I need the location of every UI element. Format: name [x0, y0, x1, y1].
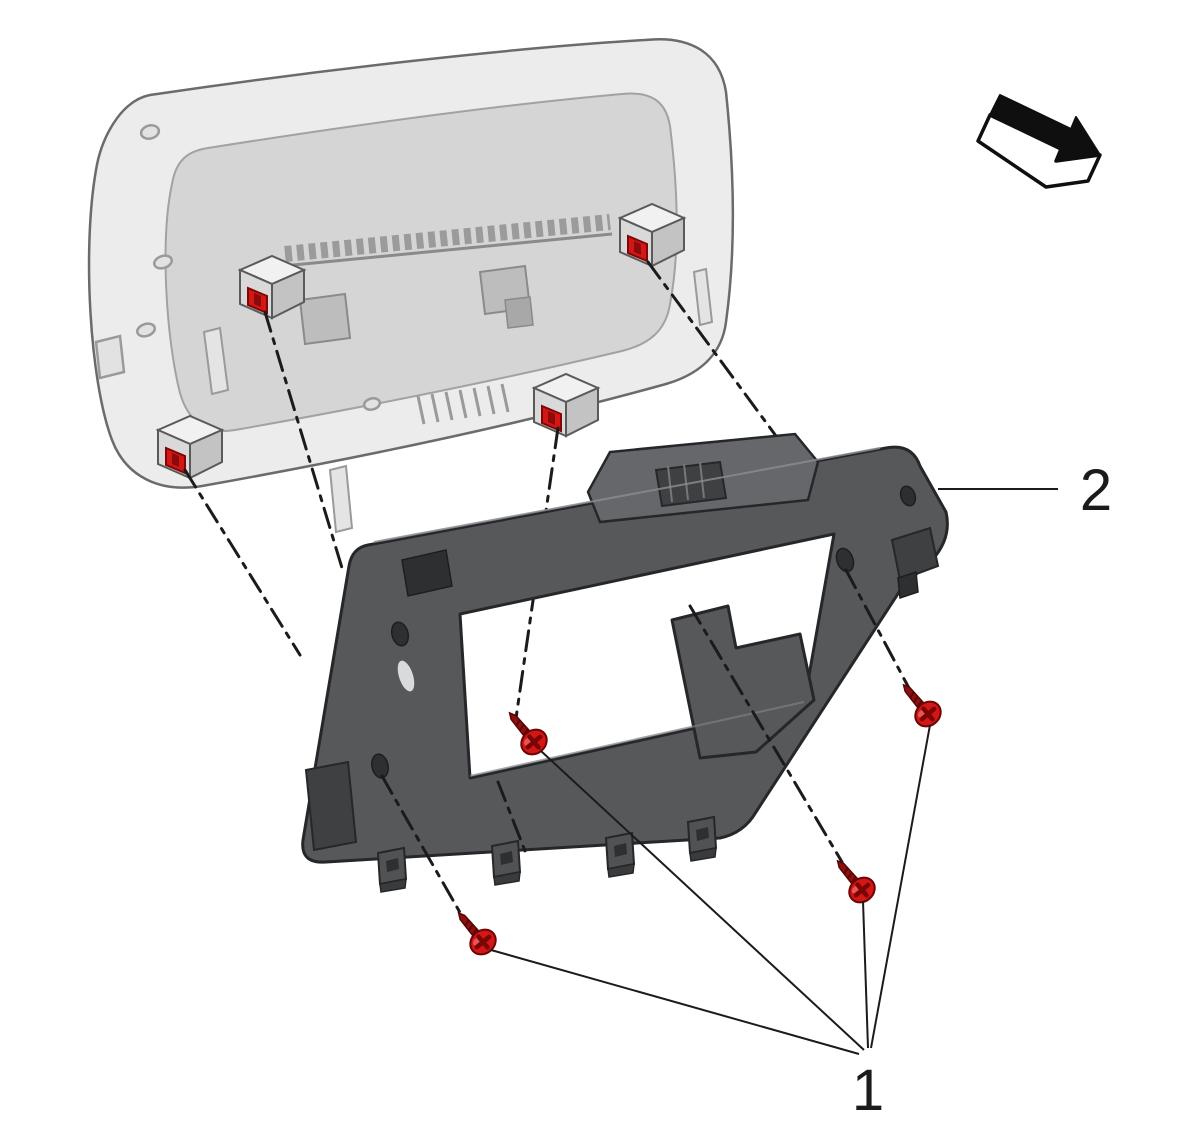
callout-2-label: 2 — [1080, 458, 1112, 523]
connector-block — [298, 292, 352, 346]
bracket-foot-tab — [491, 840, 521, 886]
screw-axis-line — [646, 260, 792, 457]
bracket-corner-foot — [304, 760, 358, 852]
bracket-inner-member — [670, 604, 816, 760]
screw-axis-line — [183, 468, 302, 657]
callout-2: 2 — [938, 458, 1112, 523]
mounting-block — [533, 373, 599, 437]
callout-1-label: 1 — [852, 1058, 884, 1123]
callout-line — [862, 900, 869, 1049]
connector-block — [504, 296, 534, 329]
alignment-peg — [692, 267, 714, 327]
bracket-opening-highlight — [469, 701, 805, 777]
screw-axis-line — [263, 310, 344, 570]
housing-hole — [152, 254, 174, 270]
callout-1: 1 — [490, 724, 931, 1123]
screw — [827, 852, 880, 907]
screw — [893, 676, 946, 731]
alignment-peg — [202, 326, 230, 396]
alignment-peg — [328, 464, 354, 534]
screw-axis-lines-lower — [380, 568, 912, 918]
callout-line — [540, 750, 865, 1051]
callout-line — [490, 949, 860, 1055]
bracket-slot-highlight — [397, 660, 415, 692]
mounting-bracket — [301, 432, 949, 893]
screw — [499, 704, 552, 759]
screw-axis-line — [688, 604, 844, 864]
screw-axis-lines-upper — [183, 260, 792, 720]
view-direction-arrow-icon — [976, 94, 1102, 189]
housing-hole — [139, 124, 161, 140]
bracket-foot-tab — [377, 847, 407, 893]
callout-line — [870, 724, 931, 1049]
screw-axis-line — [844, 568, 912, 692]
housing-hole — [362, 397, 382, 411]
display-back-panel — [164, 92, 678, 432]
connector-strip — [282, 214, 613, 268]
bracket-hole — [390, 621, 410, 647]
vent-slots — [416, 383, 510, 425]
screw-axis-line — [380, 774, 464, 918]
bracket-foot-tab — [605, 832, 635, 878]
bracket-top-highlight — [373, 447, 881, 543]
bracket-ear-foot — [897, 570, 919, 600]
housing-hole — [135, 322, 157, 338]
display-unit — [87, 37, 734, 534]
bracket-ear — [890, 526, 940, 582]
latch-detail — [667, 461, 705, 503]
bracket-foot-tab — [687, 816, 717, 862]
screw-axis-line — [496, 780, 529, 858]
arrow-body — [989, 94, 1101, 162]
housing-notch — [94, 334, 126, 380]
bracket-slot — [401, 549, 453, 597]
bracket-hole — [835, 547, 855, 573]
screw-axis-line — [514, 426, 560, 720]
bracket-hole — [899, 485, 917, 507]
